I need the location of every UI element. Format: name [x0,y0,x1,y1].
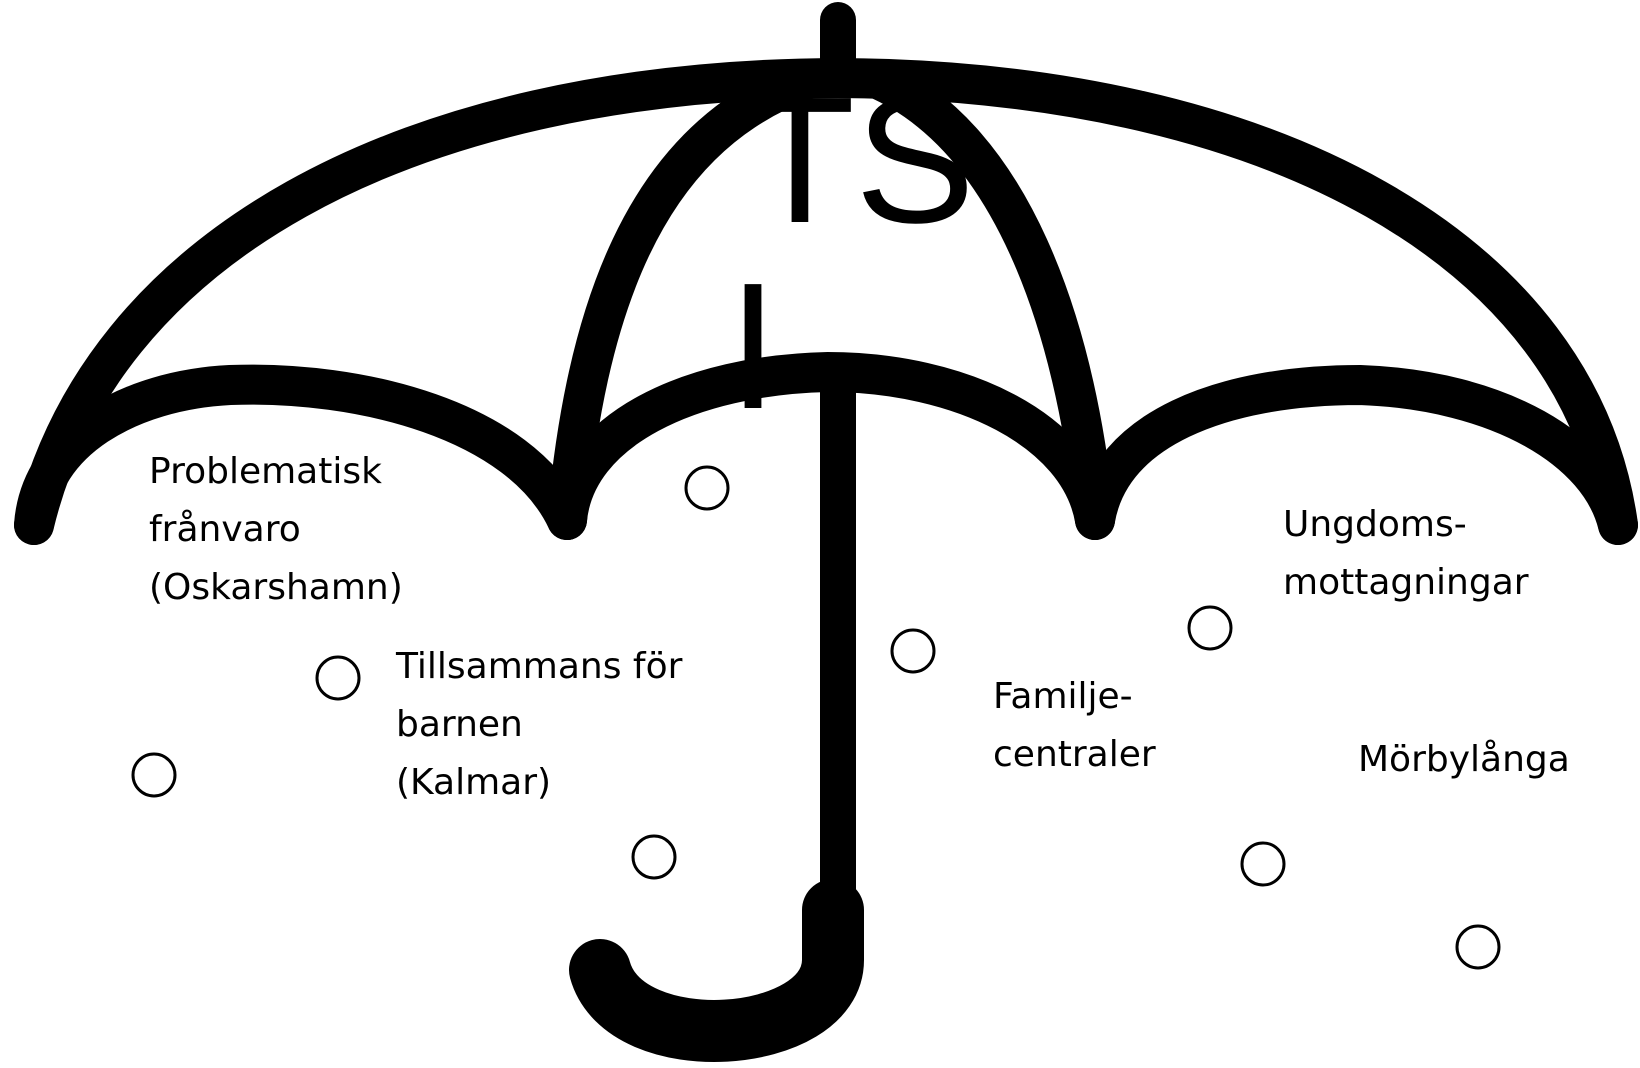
label-ungdomsmottagningar: Ungdoms- mottagningar [1283,496,1529,612]
label-line: mottagningar [1283,562,1529,603]
umbrella-rib-left [547,60,825,540]
label-line: Familje- [993,676,1133,717]
raindrop [631,834,677,880]
raindrop [131,752,177,798]
logo-letter-i: I [728,246,778,447]
umbrella-scallop-1 [14,364,587,545]
label-line: frånvaro [149,509,301,550]
raindrop [1240,841,1286,887]
label-morbylanga: Mörbylånga [1358,731,1570,789]
label-line: (Oskarshamn) [149,567,403,608]
label-line: Problematisk [149,451,382,492]
umbrella-canopy-outer [14,58,1638,545]
label-line: Mörbylånga [1358,739,1570,780]
label-line: Tillsammans för [396,646,683,687]
label-problematisk-franvaro: Problematisk frånvaro (Oskarshamn) [149,443,403,617]
umbrella-handle [569,879,864,1062]
label-line: (Kalmar) [396,762,552,803]
raindrop [1455,924,1501,970]
label-line: centraler [993,734,1156,775]
umbrella-scallop-2 [547,352,1115,540]
raindrop [890,628,936,674]
label-familjecentraler: Familje- centraler [993,668,1156,784]
label-line: barnen [396,704,523,745]
raindrop [315,655,361,701]
umbrella-rib-right [860,60,1115,540]
raindrop [684,465,730,511]
raindrop [1187,605,1233,651]
umbrella-scallop-3 [1075,365,1638,545]
label-line: Ungdoms- [1283,504,1467,545]
logo-letters-ts: TS [745,60,975,261]
label-tillsammans-for-barnen: Tillsammans för barnen (Kalmar) [396,638,682,812]
